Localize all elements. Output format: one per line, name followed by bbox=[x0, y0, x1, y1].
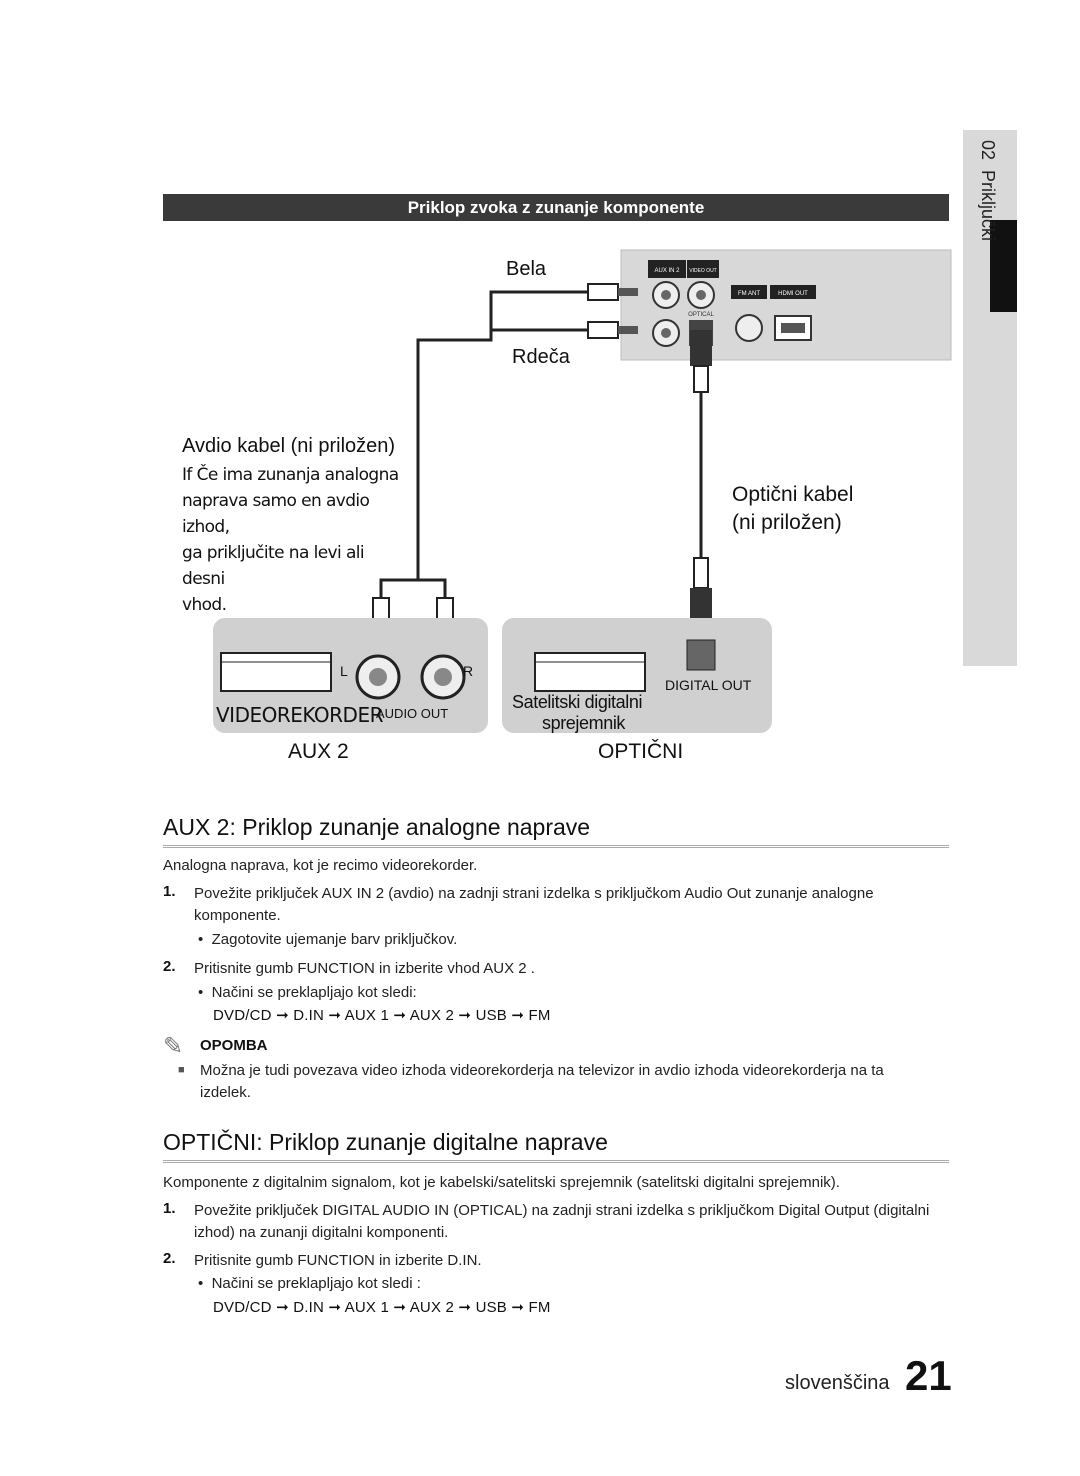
step-number: 2. bbox=[163, 958, 176, 975]
white-label: Bela bbox=[506, 258, 547, 280]
audio-cable-note-line: naprava samo en avdio izhod, bbox=[182, 491, 370, 537]
step-emphasis: FUNCTION bbox=[297, 960, 375, 977]
panel-video-out-label: VIDEO OUT bbox=[689, 268, 717, 274]
panel-optical-label: OPTICAL bbox=[688, 312, 714, 318]
note-title: OPOMBA bbox=[200, 1037, 268, 1054]
mode-sequence: DVD/CD ➞ D.IN ➞ AUX 1 ➞ AUX 2 ➞ USB ➞ FM bbox=[213, 1007, 551, 1024]
audio-cable-note-line: If Če ima zunanja analogna bbox=[182, 465, 399, 485]
chapter-title: Priključki bbox=[978, 170, 998, 242]
optical-label: OPTIČNI bbox=[598, 740, 684, 763]
step-emphasis: D.IN bbox=[447, 1252, 478, 1269]
connection-diagram: AUX IN 2 VIDEO OUT OPTICAL FM ANT HDMI O… bbox=[213, 249, 952, 733]
vcr-device bbox=[213, 618, 488, 733]
step-emphasis: AUX IN 2 bbox=[321, 885, 385, 902]
step-text: Povežite priključek DIGITAL AUDIO IN (OP… bbox=[194, 1200, 934, 1244]
aux2-label: AUX 2 bbox=[288, 740, 349, 763]
step-text: Pritisnite gumb FUNCTION in izberite D.I… bbox=[194, 1250, 934, 1272]
satellite-label-2: sprejemnik bbox=[542, 713, 626, 733]
section-heading-optical: OPTIČNI: Priklop zunanje digitalne napra… bbox=[163, 1129, 949, 1163]
note-bullet-icon: ■ bbox=[178, 1064, 185, 1076]
audio-cable-note: If Če ima zunanja analogna naprava samo … bbox=[182, 462, 402, 618]
step-text-part: Povežite priključek bbox=[194, 1202, 323, 1219]
step-text-part: in izberite bbox=[374, 1252, 448, 1269]
left-channel-label: L bbox=[340, 663, 348, 679]
step-text-part: (avdio) na zadnji strani izdelka s prikl… bbox=[194, 885, 874, 924]
digital-out-label: DIGITAL OUT bbox=[665, 677, 752, 693]
audio-cable-not-included: (ni priložen) bbox=[285, 435, 396, 457]
optical-cable-not-included: (ni priložen) bbox=[732, 511, 842, 534]
panel-hdmi-out-label: HDMI OUT bbox=[778, 291, 808, 297]
rca-plugs-top bbox=[587, 283, 638, 339]
section-banner: Priklop zvoka z zunanje komponente bbox=[163, 194, 949, 221]
vcr-label: VIDEOREKORDER bbox=[216, 703, 384, 727]
page-number: 21 bbox=[905, 1352, 952, 1399]
step-text-part: in izberite vhod bbox=[374, 960, 484, 977]
pencil-icon: ✎ bbox=[163, 1033, 184, 1060]
step-bullet-text: Načini se preklapljajo kot sledi : bbox=[211, 1275, 421, 1292]
step-emphasis: FUNCTION bbox=[297, 1252, 375, 1269]
satellite-device bbox=[502, 618, 772, 733]
step-emphasis: AUX 2 bbox=[483, 960, 527, 977]
section-heading-aux2: AUX 2: Priklop zunanje analogne naprave bbox=[163, 814, 949, 848]
chapter-tab bbox=[963, 130, 1017, 666]
section-intro: Komponente z digitalnim signalom, kot je… bbox=[163, 1174, 840, 1191]
step-bullet: • Zagotovite ujemanje barv priključkov. bbox=[198, 931, 458, 948]
red-label: Rdeča bbox=[512, 346, 570, 368]
step-text-part: Povežite priključek bbox=[194, 885, 322, 902]
step-number: 1. bbox=[163, 883, 176, 900]
satellite-label: Satelitski digitalni bbox=[512, 692, 643, 712]
optical-cable bbox=[690, 330, 712, 626]
step-text: Pritisnite gumb FUNCTION in izberite vho… bbox=[194, 958, 934, 980]
step-bullet-text: Načini se preklapljajo kot sledi: bbox=[211, 984, 417, 1001]
chapter-tab-label: 02 Priključki bbox=[958, 140, 998, 290]
panel-aux-in-label: AUX IN 2 bbox=[654, 268, 680, 274]
optical-cable-title: Optični kabel bbox=[732, 483, 854, 506]
step-text-part: . bbox=[526, 960, 535, 977]
right-channel-label: R bbox=[463, 663, 474, 679]
audio-cable bbox=[379, 290, 588, 602]
step-number: 1. bbox=[163, 1200, 176, 1217]
rear-panel: AUX IN 2 VIDEO OUT OPTICAL FM ANT HDMI O… bbox=[620, 249, 952, 361]
step-number: 2. bbox=[163, 1250, 176, 1267]
step-text-part: ) na zadnji strani izdelka s priključkom… bbox=[194, 1202, 930, 1241]
step-emphasis: DIGITAL AUDIO IN (OPTICAL bbox=[322, 1202, 523, 1219]
step-text-part: . bbox=[477, 1252, 482, 1269]
step-text-part: Pritisnite gumb bbox=[194, 1252, 298, 1269]
step-bullet: • Načini se preklapljajo kot sledi : bbox=[198, 1275, 421, 1292]
audio-cable-title: Avdio kabel (ni priložen) bbox=[182, 435, 395, 458]
note-text: Možna je tudi povezava video izhoda vide… bbox=[200, 1062, 884, 1101]
footer-language: slovenščina bbox=[785, 1372, 890, 1394]
audio-cable-name: Avdio kabel bbox=[182, 435, 286, 457]
chapter-number: 02 bbox=[978, 140, 998, 161]
step-text: Povežite priključek AUX IN 2 (avdio) na … bbox=[194, 883, 934, 927]
audio-out-label: AUDIO OUT bbox=[376, 706, 449, 721]
step-text-part: Pritisnite gumb bbox=[194, 960, 298, 977]
panel-fm-ant-label: FM ANT bbox=[738, 291, 760, 297]
step-bullet: • Načini se preklapljajo kot sledi: bbox=[198, 984, 417, 1001]
audio-cable-note-line: vhod. bbox=[182, 595, 227, 615]
step-bullet-text: Zagotovite ujemanje barv priključkov. bbox=[211, 931, 458, 948]
audio-cable-note-line: ga priključite na levi ali desni bbox=[182, 543, 365, 589]
chapter-tab-marker bbox=[990, 220, 1017, 312]
section-intro: Analogna naprava, kot je recimo videorek… bbox=[163, 857, 478, 874]
mode-sequence: DVD/CD ➞ D.IN ➞ AUX 1 ➞ AUX 2 ➞ USB ➞ FM bbox=[213, 1299, 551, 1316]
